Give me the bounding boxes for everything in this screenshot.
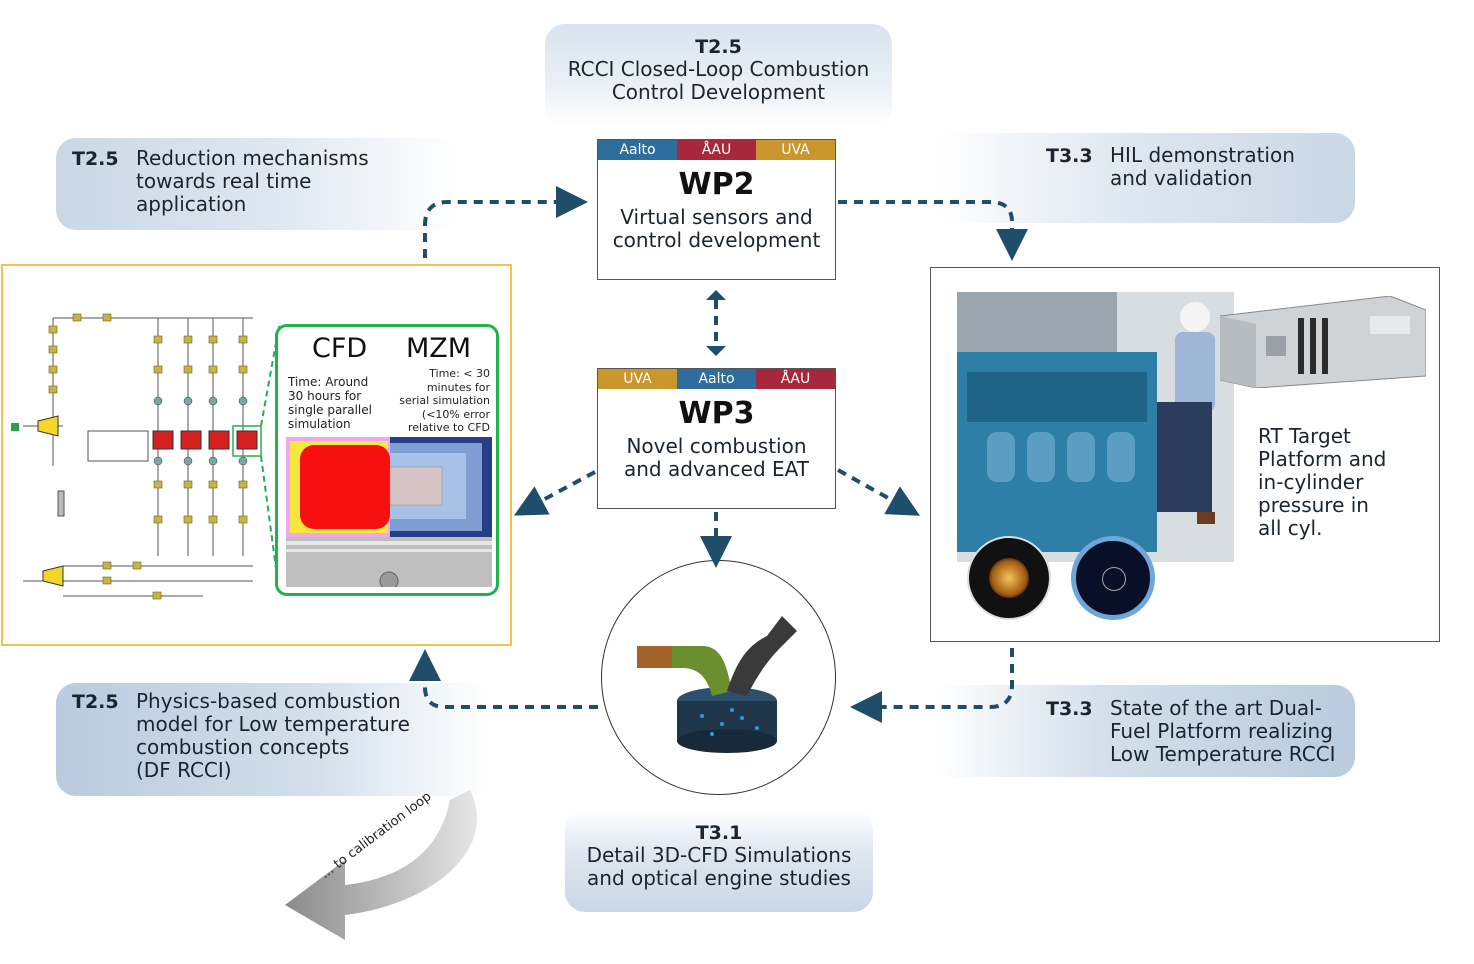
arrow-right-to-circle [850, 648, 1014, 723]
cfd-label: CFD [312, 333, 368, 364]
callout-line: combustion concepts [136, 735, 350, 759]
mzm-time-line: (<10% error [421, 407, 490, 421]
callout-line: and validation [1110, 166, 1253, 190]
combustion-chamber-visual [286, 437, 492, 587]
callout-tag: T3.1 [695, 822, 743, 844]
wp2-title: WP2 [678, 167, 755, 202]
cfd-simulation-circle [601, 560, 836, 795]
rt-line: pressure in [1258, 493, 1369, 517]
gt-power-schematic [11, 313, 280, 600]
callout-line: Detail 3D-CFD Simulations [586, 843, 852, 867]
engine-photo [957, 292, 1234, 562]
hil-panel [930, 267, 1440, 642]
callout-line: model for Low temperature [136, 712, 410, 736]
callout-line: Reduction mechanisms [136, 146, 369, 170]
partner-badge: Aalto [598, 140, 677, 160]
callout-line: application [136, 192, 247, 216]
partner-badge: ÅAU [677, 140, 756, 160]
callout-tag: T3.3 [1046, 145, 1093, 167]
callout-t33-hil: T3.3 HIL demonstration and validation [935, 133, 1355, 223]
wp3-desc-line: and advanced EAT [623, 457, 810, 481]
mzm-time-line: minutes for [426, 380, 490, 394]
cfd-time-text: Time: Around 30 hours for single paralle… [288, 375, 372, 431]
flame-image-2 [1071, 536, 1155, 620]
rt-line: Platform and [1258, 447, 1387, 471]
callout-line: (DF RCCI) [136, 758, 232, 782]
arrow-to-hil [838, 200, 1028, 261]
arrow-circle-left [409, 649, 598, 709]
wp3-desc-line: Novel combustion [626, 434, 807, 458]
mzm-time-line: relative to CFD [407, 421, 490, 434]
callout-t25-physics: T2.5 Physics-based combustion model for … [56, 683, 486, 796]
callout-t25-reduction: T2.5 Reduction mechanisms towards real t… [56, 138, 456, 230]
callout-line: RCCI Closed-Loop Combustion [567, 57, 870, 81]
callout-tag: T3.3 [1046, 698, 1093, 720]
callout-tag: T2.5 [695, 36, 742, 58]
partner-badge: ÅAU [756, 369, 835, 389]
callout-tag: T2.5 [72, 691, 119, 713]
callout-tag: T2.5 [72, 148, 119, 170]
wp3-partner-bar: UVA Aalto ÅAU [598, 369, 835, 389]
arrow-to-wp2 [423, 186, 588, 258]
partner-badge: UVA [756, 140, 835, 160]
cfd-mzm-comparison: CFD MZM Time: Around 30 hours for single… [275, 324, 499, 596]
mzm-time-line: serial simulation [399, 394, 490, 407]
partner-badge: Aalto [677, 369, 756, 389]
cfd-time-line: Time: Around [288, 375, 369, 389]
cfd-port-visual [637, 616, 797, 753]
arrow-wp3-left [513, 470, 596, 516]
wp2-box: Aalto ÅAU UVA WP2 Virtual sensors and co… [597, 139, 836, 280]
callout-line: Control Development [611, 80, 826, 104]
rt-line: in-cylinder [1258, 470, 1364, 494]
wp2-desc-line: Virtual sensors and [620, 205, 813, 229]
calibration-arrow [285, 790, 478, 940]
mzm-label: MZM [406, 333, 472, 364]
cfd-time-line: single parallel [288, 403, 372, 417]
wp2-partner-bar: Aalto ÅAU UVA [598, 140, 835, 160]
rt-target-hardware [1220, 296, 1426, 388]
mzm-time-line: Time: < 30 [429, 367, 490, 380]
callout-line: and optical engine studies [587, 866, 851, 890]
rt-target-text: RT Target Platform and in-cylinder press… [1258, 425, 1386, 540]
wp3-title: WP3 [678, 396, 755, 431]
cfd-time-line: 30 hours for [288, 389, 362, 403]
callout-line: Low Temperature RCCI [1110, 742, 1336, 766]
callout-line: towards real time [136, 169, 312, 193]
flame-image-1 [967, 536, 1051, 620]
callout-line: Fuel Platform realizing [1110, 719, 1333, 743]
wp2-desc-line: control development [612, 228, 821, 252]
rt-line: all cyl. [1258, 516, 1323, 540]
arrow-wp3-right [837, 468, 920, 516]
rt-line: RT Target [1258, 424, 1351, 448]
callout-line: State of the art Dual- [1110, 696, 1322, 720]
callout-t31-cfd: T3.1 Detail 3D-CFD Simulations and optic… [565, 810, 873, 912]
callout-t25-closed-loop: T2.5 RCCI Closed-Loop Combustion Control… [545, 24, 892, 126]
wp3-box: UVA Aalto ÅAU WP3 Novel combustion and a… [597, 368, 836, 509]
mzm-time-text: Time: < 30 minutes for serial simulation… [399, 367, 490, 435]
cfd-time-line: simulation [288, 417, 351, 431]
callout-line: Physics-based combustion [136, 689, 401, 713]
partner-badge: UVA [598, 369, 677, 389]
callout-line: HIL demonstration [1110, 143, 1295, 167]
